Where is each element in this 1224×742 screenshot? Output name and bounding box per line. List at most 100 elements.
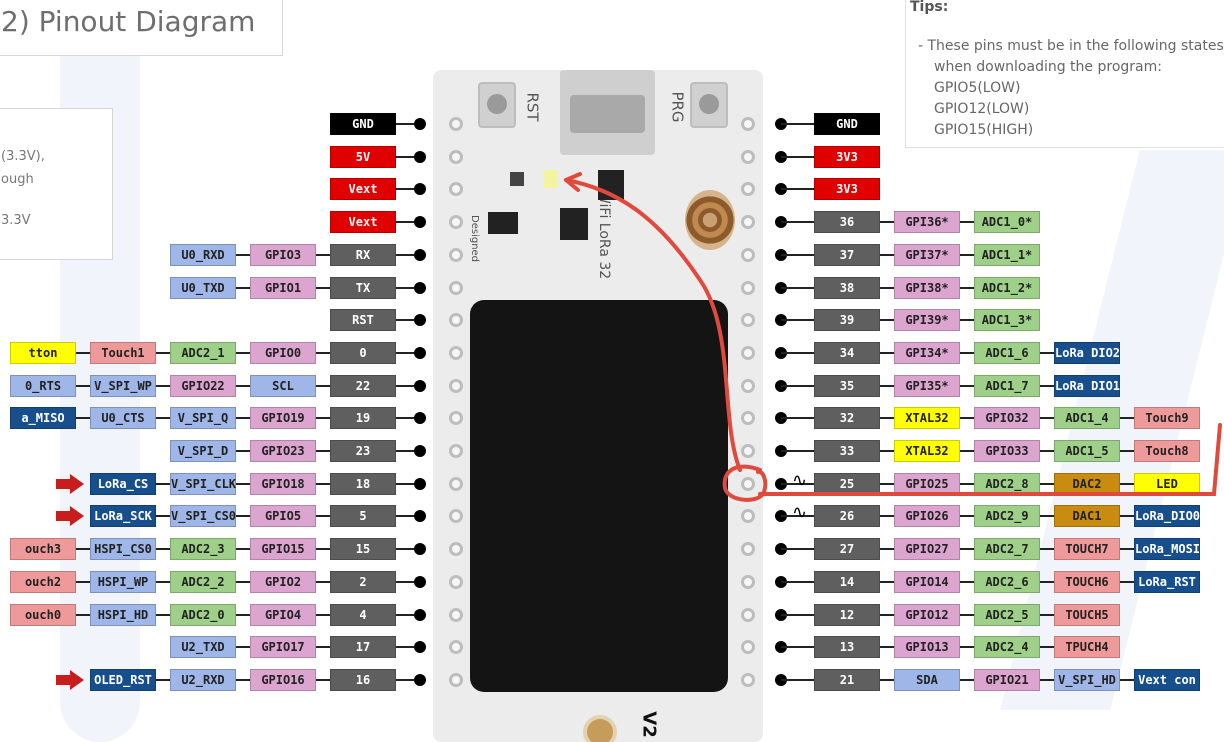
pin-label-adc2-1: ADC2_1 (170, 342, 236, 364)
pin-connector (880, 646, 894, 648)
pin-label-gpio33: GPIO33 (974, 440, 1040, 462)
pin-connector (781, 515, 814, 517)
pin-dot (414, 216, 426, 228)
pin-connector (316, 679, 330, 681)
pin-connector (1040, 385, 1054, 387)
pin-label-gpio2: GPIO2 (250, 571, 316, 593)
pin-label-14: 14 (814, 571, 880, 593)
pin-label-xtal32: XTAL32 (894, 407, 960, 429)
annotation-arrow-line (564, 178, 742, 472)
pin-label-oled-rst: OLED_RST (90, 669, 156, 691)
annotation-arrow-head (564, 172, 582, 192)
pin-connector (1040, 679, 1054, 681)
pin-connector (1040, 614, 1054, 616)
pin-connector (781, 385, 814, 387)
pin-label-17: 17 (330, 636, 396, 658)
pin-label-u0-txd: U0_TXD (170, 277, 236, 299)
pin-label-rst: RST (330, 309, 396, 331)
pin-dot (414, 543, 426, 555)
pin-dot (414, 151, 426, 163)
pin-connector (76, 614, 90, 616)
pin-connector (1120, 679, 1134, 681)
pin-connector (781, 581, 814, 583)
pin-dot (414, 183, 426, 195)
pin-label-gpio32: GPIO32 (974, 407, 1040, 429)
pin-connector (316, 287, 330, 289)
header-hole (741, 182, 755, 196)
pin-connector (396, 352, 414, 354)
header-hole (449, 509, 463, 523)
pin-label-gpio14: GPIO14 (894, 571, 960, 593)
pin-connector (236, 581, 250, 583)
pin-label-adc1-3: ADC1_3* (974, 309, 1040, 331)
pin-connector (960, 287, 974, 289)
pin-label-19: 19 (330, 407, 396, 429)
pin-connector (880, 319, 894, 321)
pin-connector (236, 352, 250, 354)
pin-label-adc2-6: ADC2_6 (974, 571, 1040, 593)
pin-connector (1120, 417, 1134, 419)
pin-label-v-spi-hd: V_SPI_HD (1054, 669, 1120, 691)
pin-connector (960, 646, 974, 648)
header-hole (449, 248, 463, 262)
pin-label-22: 22 (330, 375, 396, 397)
pin-label-gpi34: GPI34* (894, 342, 960, 364)
section-title: 2) Pinout Diagram (1, 5, 256, 38)
pin-label-lora-dio1: LoRa DIO1 (1054, 375, 1120, 397)
pin-connector (156, 614, 170, 616)
pin-label-adc1-5: ADC1_5 (1054, 440, 1120, 462)
led-component (510, 172, 524, 186)
pin-connector (156, 548, 170, 550)
pin-connector (1040, 646, 1054, 648)
pin-connector (156, 385, 170, 387)
side-note-line: (3.3V), (1, 149, 45, 164)
pin-dot (414, 510, 426, 522)
pwm-icon: ∿ (792, 502, 808, 523)
pin-connector (236, 483, 250, 485)
pin-dot (414, 576, 426, 588)
pin-connector (781, 646, 814, 648)
pin-label-touch5: TOUCH5 (1054, 604, 1120, 626)
pin-label-adc1-4: ADC1_4 (1054, 407, 1120, 429)
pin-connector (781, 156, 814, 158)
pin-label-gpi35: GPI35* (894, 375, 960, 397)
pin-label-u2-txd: U2_TXD (170, 636, 236, 658)
pin-label-adc1-1: ADC1_1* (974, 244, 1040, 266)
pin-label-u0-rxd: U0_RXD (170, 244, 236, 266)
pin-label-5v: 5V (330, 146, 396, 168)
pin-connector (1120, 483, 1134, 485)
pin-label-scl: SCL (250, 375, 316, 397)
pin-label-18: 18 (330, 473, 396, 495)
pin-connector (396, 548, 414, 550)
pin-connector (880, 548, 894, 550)
header-hole (449, 673, 463, 687)
pin-label-hspi-wp: HSPI_WP (90, 571, 156, 593)
pin-connector (781, 483, 814, 485)
pin-connector (880, 254, 894, 256)
tips-title: Tips: (910, 0, 949, 15)
prg-button (690, 82, 728, 128)
pin-label-lora-sck: LoRa_SCK (90, 505, 156, 527)
header-hole (449, 608, 463, 622)
pin-connector (316, 352, 330, 354)
pin-connector (1040, 450, 1054, 452)
pin-connector (880, 287, 894, 289)
pin-connector (156, 581, 170, 583)
pin-label-adc2-0: ADC2_0 (170, 604, 236, 626)
pin-label-hspi-cs0: HSPI_CS0 (90, 538, 156, 560)
pin-label-v-spi-wp: V_SPI_WP (90, 375, 156, 397)
pin-label-adc1-2: ADC1_2* (974, 277, 1040, 299)
pin-connector (880, 515, 894, 517)
rst-button (478, 82, 516, 128)
pin-label-rx: RX (330, 244, 396, 266)
header-hole (449, 117, 463, 131)
tips-line: GPIO5(LOW) (934, 80, 1021, 96)
pin-connector (781, 614, 814, 616)
side-note-line: ough (1, 172, 34, 187)
pin-dot (414, 347, 426, 359)
header-hole (449, 444, 463, 458)
pin-connector (1120, 548, 1134, 550)
pin-connector (1120, 581, 1134, 583)
pin-connector (316, 581, 330, 583)
